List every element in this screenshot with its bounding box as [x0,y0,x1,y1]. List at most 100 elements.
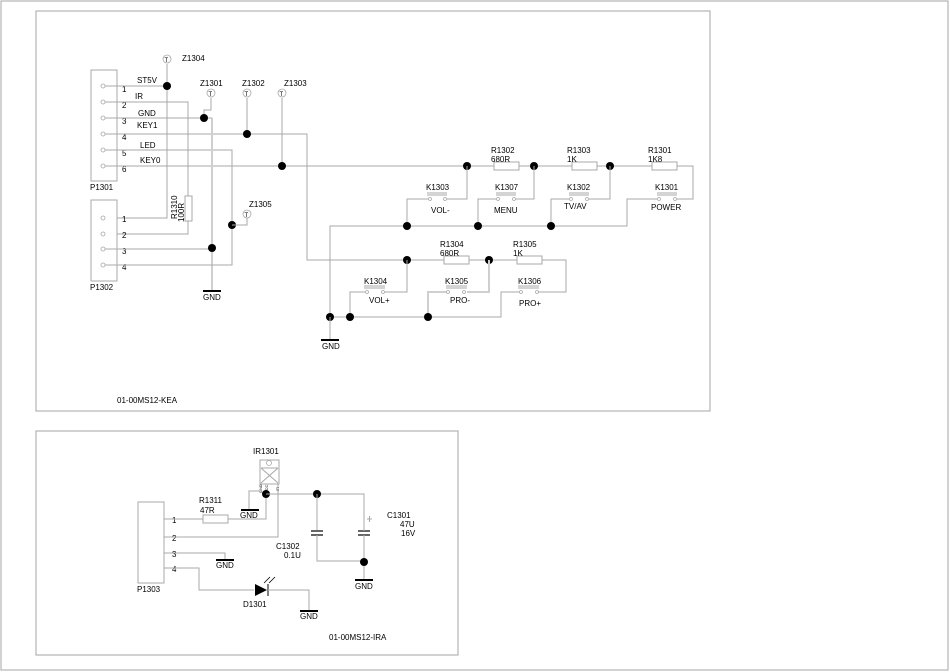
pin [100,215,106,221]
switch-k1304-ref: K1304 [364,277,388,286]
switch-k1301 [657,192,677,201]
wire-row1-common [329,198,657,316]
wire-ir-out [164,484,279,538]
net-label-gnd: GND [138,109,156,118]
test-point-z1302-label: Z1302 [242,79,265,88]
pin [100,147,106,153]
wire [248,484,262,509]
net-label-led: LED [140,141,156,150]
wire-st5v-vert [105,64,168,219]
connector-p1301-ref: P1301 [90,183,114,192]
test-point-z1304 [162,54,172,64]
ir-receiver-ir1301 [259,459,280,485]
schematic-mark [569,197,573,201]
resistor-r1303-ref: R1303 [567,146,591,155]
switch-k1306-label: PRO+ [519,299,541,308]
wire [268,589,310,610]
test-point-z1302 [242,88,252,98]
capacitor-c1302-value: 0.1U [284,551,301,560]
wire-p1302-4 [105,226,233,266]
resistor-r1310 [184,195,193,222]
connector-p1301 [90,69,118,182]
ground-label: GND [322,342,340,351]
test-point-z1305 [242,209,252,219]
schematic-mark [446,290,450,294]
wire-r1310 [105,221,189,235]
wire-row2-common [330,291,519,318]
pin-number: 4 [122,133,127,142]
schematic-mark [428,197,432,201]
schematic-mark [260,467,279,484]
junction [360,558,368,566]
pin-number: 2 [172,534,177,543]
wire [589,166,611,200]
resistor-r1311 [202,514,229,524]
wire [316,535,364,562]
wire [537,259,567,293]
wire-ir [105,101,189,200]
pin [100,246,106,252]
sheet-frame-keyboard [35,10,711,412]
test-point-glyph: T [245,92,249,98]
schematic-mark [443,197,447,201]
pin-number: 3 [122,117,127,126]
test-point-z1305-label: Z1305 [249,200,272,209]
junction [200,114,208,122]
net-label-ir: IR [135,92,143,101]
pin-number: 1 [122,215,127,224]
capacitor-c1301-ref: C1301 [387,511,411,520]
test-point-z1303-label: Z1303 [284,79,307,88]
junction [243,130,251,138]
test-point-glyph: T [280,92,284,98]
pin [100,83,106,89]
ir-receiver-ref: IR1301 [253,447,279,456]
wire [349,291,365,317]
schematic-mark [259,459,280,485]
resistor-r1304-ref: R1304 [440,240,464,249]
schematic-mark [381,290,385,294]
net-label-st5v: ST5V [137,76,158,85]
capacitor-c1301-value: 47U [400,520,415,529]
led-d1301-ref: D1301 [243,600,267,609]
pin [100,131,106,137]
test-point-glyph: T [209,92,213,98]
wire-z1305 [232,218,248,226]
wire-vcc [266,493,365,515]
resistor-r1304-value: 680R [440,249,459,258]
pin-number: 5 [122,149,127,158]
sheet-frame-ir [35,430,459,656]
test-point-z1301 [206,88,216,98]
test-point-z1304-label: Z1304 [182,54,205,63]
pin-number: 6 [122,165,127,174]
schematic-mark [462,290,466,294]
resistor-r1301-ref: R1301 [648,146,672,155]
resistor-r1311-ref: R1311 [199,496,223,505]
wire [677,165,694,200]
test-point-glyph: T [165,58,169,64]
wire [164,552,226,559]
wire [550,198,569,226]
resistor-r1302-value: 680R [491,155,510,164]
switch-k1305-ref: K1305 [445,277,469,286]
schematic-mark [585,197,589,201]
switch-k1304 [364,285,385,294]
pin-number: 1 [172,516,177,525]
switch-k1307-label: MENU [494,206,518,215]
ground-label: GND [203,293,221,302]
pin [100,99,106,105]
pin-number: 4 [122,263,127,272]
pin-number: 3 [172,550,177,559]
resistor-r1305-value: 1K [513,249,523,258]
connector-p1302-ref: P1302 [90,283,114,292]
wire [447,166,468,200]
junction [346,313,354,321]
switch-k1307-ref: K1307 [495,183,519,192]
net-label-key0: KEY0 [140,156,161,165]
resistor-r1301-value: 1K8 [648,155,663,164]
schematic-mark [263,576,271,584]
resistor-r1303-value: 1K [567,155,577,164]
switch-k1306-ref: K1306 [518,277,542,286]
switch-k1301-label: POWER [651,203,681,212]
schematic-mark [268,576,276,584]
switch-k1305-label: PRO- [450,296,470,305]
